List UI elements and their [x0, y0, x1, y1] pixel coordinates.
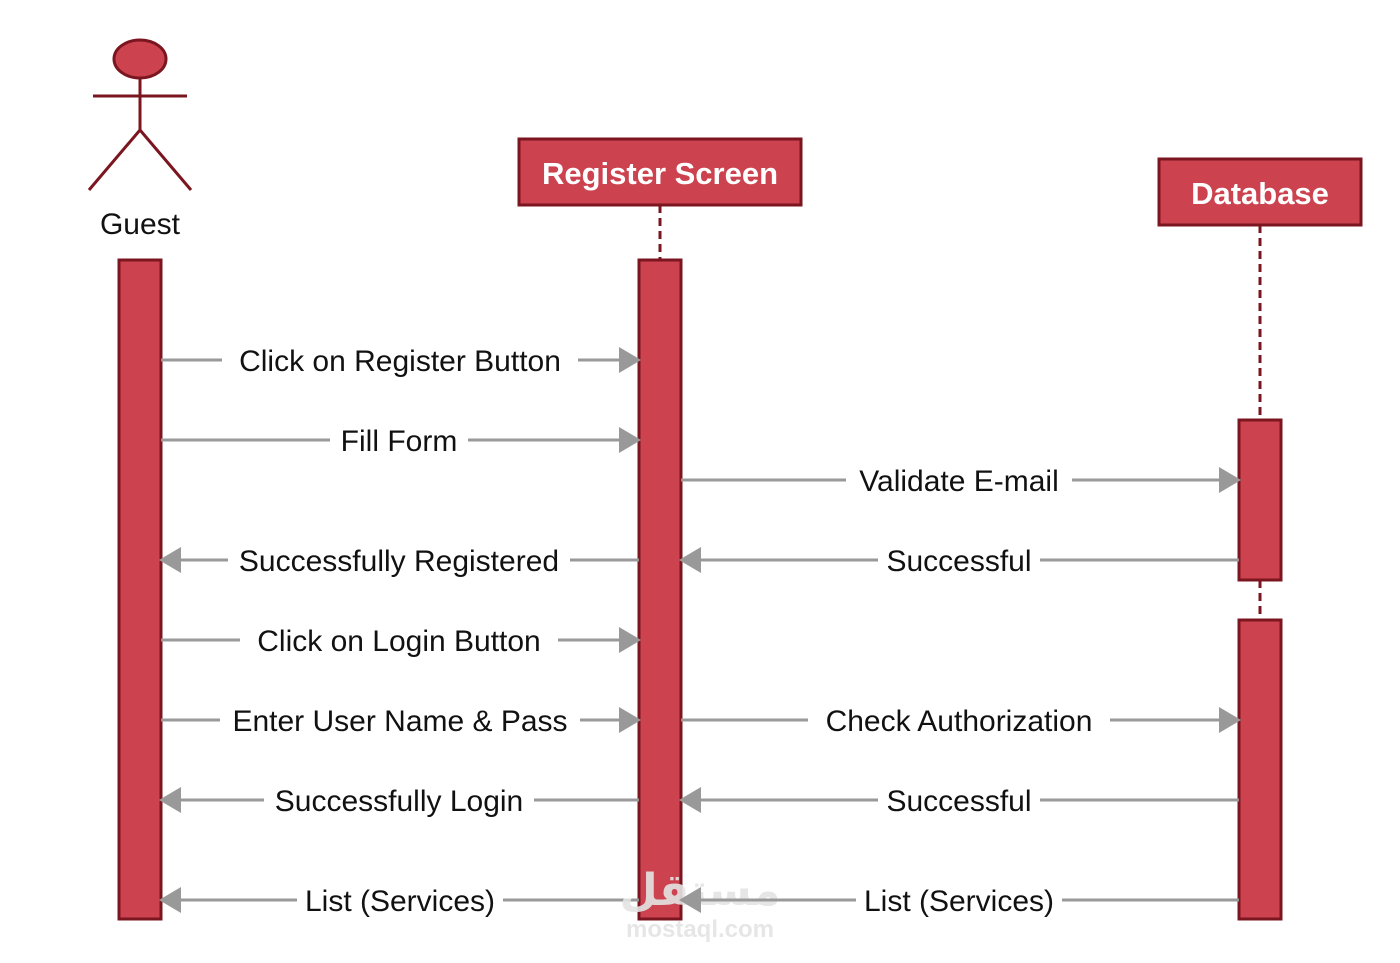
- message-list-services-guest: List (Services): [159, 880, 639, 920]
- message-label: Successful: [886, 545, 1031, 578]
- actor-head-icon: [112, 38, 168, 80]
- label-bg: [228, 540, 570, 580]
- label-bg: [878, 780, 1040, 820]
- message-label: List (Services): [305, 885, 495, 918]
- mostaql-watermark: مستقل mostaql.com: [620, 866, 781, 943]
- register-screen-label: Register Screen: [542, 156, 778, 191]
- register-screen-box: [517, 137, 803, 207]
- message-click-login: Click on Login Button: [161, 620, 641, 660]
- label-bg: [330, 420, 468, 460]
- actor-left-leg: [87, 129, 142, 191]
- message-label: Successfully Registered: [239, 545, 559, 578]
- database-activation-bar-1: [1237, 418, 1283, 582]
- label-bg: [878, 540, 1040, 580]
- message-successful-2: Successful: [679, 780, 1239, 820]
- register-activation-bar: [637, 258, 683, 921]
- database-activation-bar-2: [1237, 618, 1283, 921]
- guest-label: Guest: [100, 208, 181, 241]
- label-bg: [220, 700, 580, 740]
- label-bg: [856, 880, 1062, 920]
- participant-database: Database: [1157, 157, 1363, 620]
- message-list-services-register: List (Services): [679, 880, 1239, 920]
- message-check-authorization: Check Authorization: [681, 700, 1241, 740]
- guest-actor: Guest: [87, 38, 193, 241]
- watermark-logo-text: مستقل: [620, 866, 781, 915]
- label-bg: [846, 460, 1072, 500]
- database-label: Database: [1191, 176, 1329, 211]
- message-label: Successful: [886, 785, 1031, 818]
- message-label: Click on Register Button: [239, 345, 561, 378]
- message-successfully-login: Successfully Login: [159, 780, 639, 820]
- label-bg: [240, 620, 558, 660]
- guest-activation-bar: [117, 258, 163, 921]
- message-label: Validate E-mail: [859, 465, 1059, 498]
- participant-register-screen: Register Screen: [517, 137, 803, 260]
- label-bg: [222, 340, 578, 380]
- message-successful-1: Successful: [679, 540, 1239, 580]
- message-label: Click on Login Button: [257, 625, 541, 658]
- label-bg: [808, 700, 1110, 740]
- watermark-url-text: mostaql.com: [626, 916, 774, 943]
- message-enter-credentials: Enter User Name & Pass: [161, 700, 641, 740]
- message-label: Successfully Login: [275, 785, 523, 818]
- message-click-register: Click on Register Button: [161, 340, 641, 380]
- message-label: Fill Form: [341, 425, 458, 458]
- message-validate-email: Validate E-mail: [681, 460, 1241, 500]
- actor-right-leg: [138, 129, 193, 191]
- message-fill-form: Fill Form: [161, 420, 641, 460]
- message-label: List (Services): [864, 885, 1054, 918]
- message-label: Check Authorization: [826, 705, 1093, 738]
- label-bg: [264, 780, 534, 820]
- message-label: Enter User Name & Pass: [232, 705, 567, 738]
- message-successfully-registered: Successfully Registered: [159, 540, 639, 580]
- label-bg: [297, 880, 503, 920]
